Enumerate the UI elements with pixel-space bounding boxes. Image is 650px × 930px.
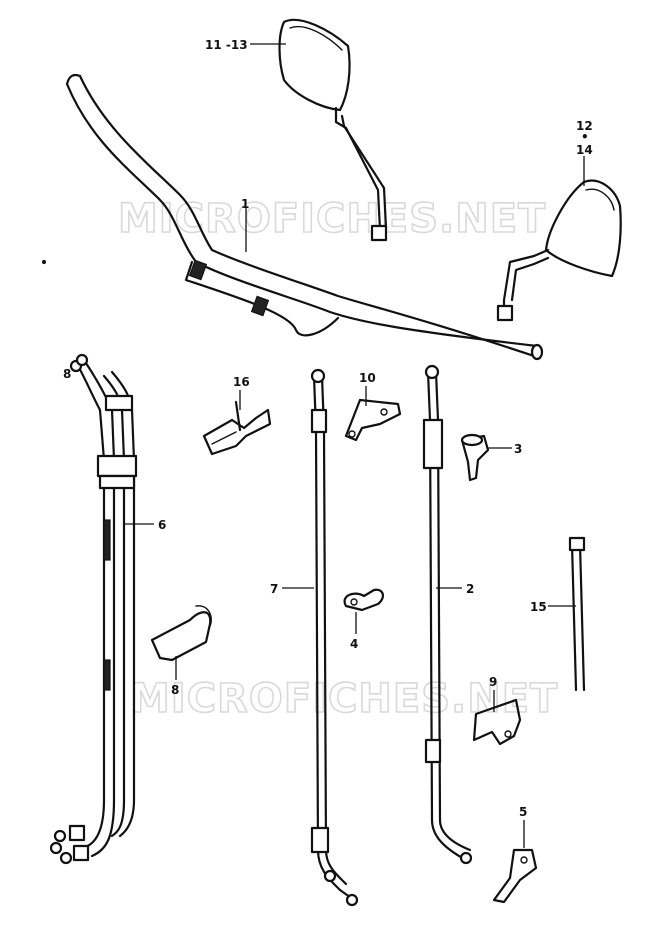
callout-3: 3 [514,442,522,456]
mirror-left [278,18,388,242]
watermark-bottom: MICROFICHES.NET [130,676,558,722]
callout-12-dot: • [581,130,589,144]
callout-11-13: 11 -13 [205,38,248,52]
bracket-9 [472,698,522,746]
callout-12: 12 [576,119,593,133]
watermark-top: MICROFICHES.NET [118,196,546,242]
clip-4 [343,588,384,612]
handlebar [65,73,544,361]
callout-16: 16 [233,375,250,389]
callout-2: 2 [466,582,474,596]
cable-tie-15 [568,536,586,692]
callout-14: 14 [576,143,593,157]
callout-15: 15 [530,600,547,614]
lever-5 [492,848,538,904]
callout-4: 4 [350,637,358,651]
callout-1: 1 [241,197,249,211]
throttle-cables [49,353,138,865]
callout-6: 6 [158,518,166,532]
callout-labels: 11 -13 12 • 14 1 16 10 8 3 6 7 2 4 15 8 … [63,38,593,819]
bracket-10 [344,398,402,442]
callout-10: 10 [359,371,376,385]
callout-8-bottom: 8 [171,683,179,697]
brake-cable-2 [422,364,473,865]
clutch-cable-7 [310,368,359,907]
callout-8-top: 8 [63,367,71,381]
clamp-16 [202,400,272,456]
callout-5: 5 [519,805,527,819]
leader-lines [124,43,585,848]
callout-7: 7 [270,582,278,596]
mirror-right [496,179,622,322]
clamp-8 [150,605,212,662]
callout-9: 9 [489,675,497,689]
boot-3 [460,433,490,482]
